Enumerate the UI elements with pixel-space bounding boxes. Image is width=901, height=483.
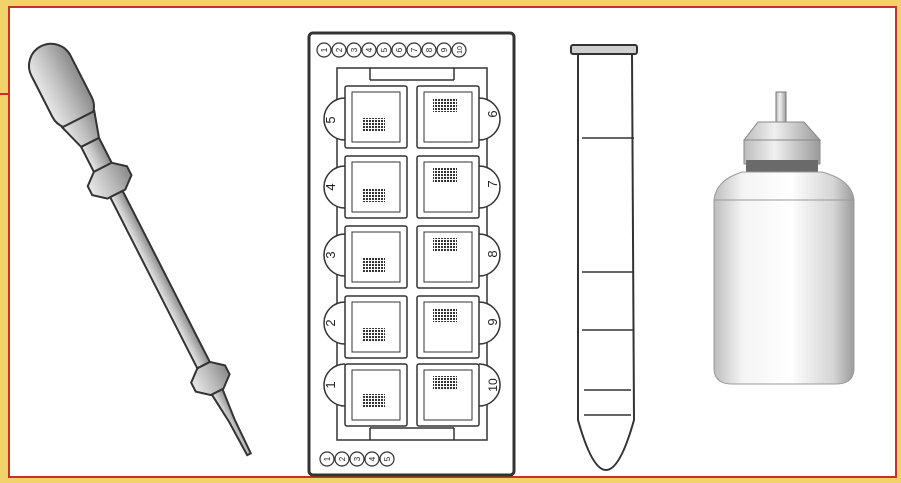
well-number: 5 <box>323 116 338 123</box>
bottom-number: 2 <box>338 456 347 461</box>
well-number: 8 <box>485 250 500 257</box>
well-number: 6 <box>485 110 500 117</box>
top-number: 2 <box>335 47 344 52</box>
conical-tube-icon <box>571 45 637 470</box>
well-number: 4 <box>323 183 338 190</box>
bottom-number-row: 1 2 3 4 5 <box>320 452 394 466</box>
well-number: 1 <box>323 381 338 388</box>
bottom-number: 3 <box>353 456 362 461</box>
dropper-pipette-icon <box>21 36 268 464</box>
well-number: 9 <box>485 318 500 325</box>
multiwell-slide-icon: 1 2 3 4 5 6 7 8 9 10 5 <box>309 33 514 475</box>
bottom-number: 4 <box>368 456 377 461</box>
bottom-number: 5 <box>383 456 392 461</box>
top-number: 7 <box>410 47 419 52</box>
well-number: 7 <box>485 180 500 187</box>
top-number: 5 <box>380 47 389 52</box>
top-number: 9 <box>440 47 449 52</box>
top-number: 4 <box>365 47 374 52</box>
top-number: 8 <box>425 47 434 52</box>
bottom-number: 1 <box>323 456 332 461</box>
top-number: 3 <box>350 47 359 52</box>
left-wells: 5 4 3 2 <box>323 86 407 426</box>
right-wells: 6 7 8 9 <box>417 86 500 426</box>
well-number: 3 <box>323 251 338 258</box>
top-number: 6 <box>395 47 404 52</box>
well-number: 2 <box>323 319 338 326</box>
top-number: 10 <box>457 46 464 54</box>
top-number: 1 <box>320 47 329 52</box>
dropper-bottle-icon <box>714 92 854 384</box>
well-number: 10 <box>486 378 500 392</box>
